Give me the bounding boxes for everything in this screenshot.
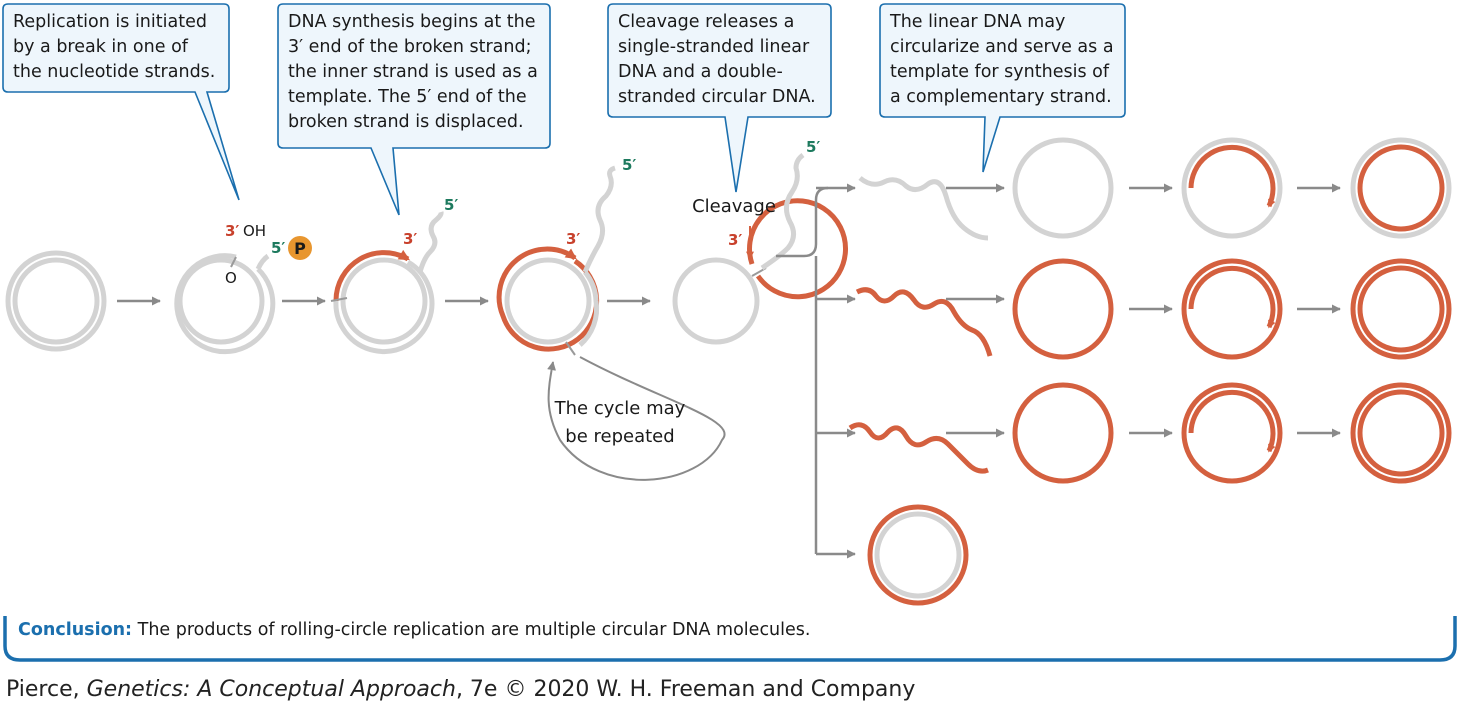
stage-2-nicked-circle: P 3′ OH O 5′ [174,222,312,355]
row-1-products [858,137,1452,241]
five-prime-label-stage3: 5′ [444,196,458,214]
callout-4-line-4: a complementary strand. [890,87,1112,107]
conclusion: Conclusion: The products of rolling-circ… [18,620,810,640]
nick-end-mark [230,256,237,268]
three-prime-label-stage5: 3′ [728,231,742,249]
five-prime-label-stage5: 5′ [806,138,820,156]
callout-2-line-5: broken strand is displaced. [288,112,524,132]
oh-label: OH [243,222,266,240]
callout-1-line-2: by a break in one of [13,37,189,57]
conclusion-lead: Conclusion: [18,620,133,640]
callout-3-line-1: Cleavage releases a [618,12,794,32]
stage-1-intact-circle [5,250,107,352]
callout-4-line-1: The linear DNA may [889,12,1065,32]
five-prime-label-stage2: 5′ [271,239,285,257]
callout-1-line-3: the nucleotide strands. [13,62,215,82]
branch-connector [776,183,856,559]
callout-3-line-2: single-stranded linear [618,37,810,57]
callout-2-line-2: 3′ end of the broken strand; [288,37,531,57]
cleavage-label: Cleavage [692,196,776,217]
callout-4-line-3: template for synthesis of [890,62,1110,82]
callout-4: The linear DNA may circularize and serve… [879,3,1126,173]
credit-rest: , 7e © 2020 W. H. Freeman and Company [455,677,916,702]
conclusion-bracket [3,616,1457,662]
phosphate-label: P [294,239,306,258]
credit-title: Genetics: A Conceptual Approach [86,677,456,702]
row-3-products [848,382,1452,484]
stage-5-cleavage: Cleavage 3′ 5′ [672,138,849,345]
credit-author: Pierce, [6,677,87,702]
row-2-products [855,258,1452,360]
five-prime-label-stage4: 5′ [622,156,636,174]
three-prime-label-stage2: 3′ [225,222,239,240]
o-label: O [225,269,237,287]
callout-2: DNA synthesis begins at the 3′ end of th… [277,3,551,216]
three-prime-label-stage3: 3′ [403,230,417,248]
conclusion-text: The products of rolling-circle replicati… [132,620,811,640]
callout-4-line-2: circularize and serve as a [890,37,1114,57]
credit-line: Pierce, Genetics: A Conceptual Approach,… [6,677,915,702]
cycle-text-line-1: The cycle may [554,398,686,419]
callout-2-line-1: DNA synthesis begins at the [288,12,536,32]
stage-3-synthesis: 3′ 5′ [330,196,458,355]
stage-4-full-round: 3′ 5′ [496,156,636,356]
row-4-double-stranded-circle [867,504,969,606]
callout-3-line-3: DNA and a double- [618,62,783,82]
three-prime-label-stage4: 3′ [566,230,580,248]
callout-3-line-4: stranded circular DNA. [618,87,816,107]
cycle-loop: The cycle may be repeated [547,356,726,481]
callout-2-line-3: the inner strand is used as a [288,62,538,82]
callout-2-line-4: template. The 5′ end of the [288,87,527,107]
phosphate-icon [288,236,312,260]
callout-1-line-1: Replication is initiated [13,12,207,32]
callout-1: Replication is initiated by a break in o… [2,3,240,201]
callout-3: Cleavage releases a single-stranded line… [607,3,832,193]
cycle-text-line-2: be repeated [565,426,674,447]
